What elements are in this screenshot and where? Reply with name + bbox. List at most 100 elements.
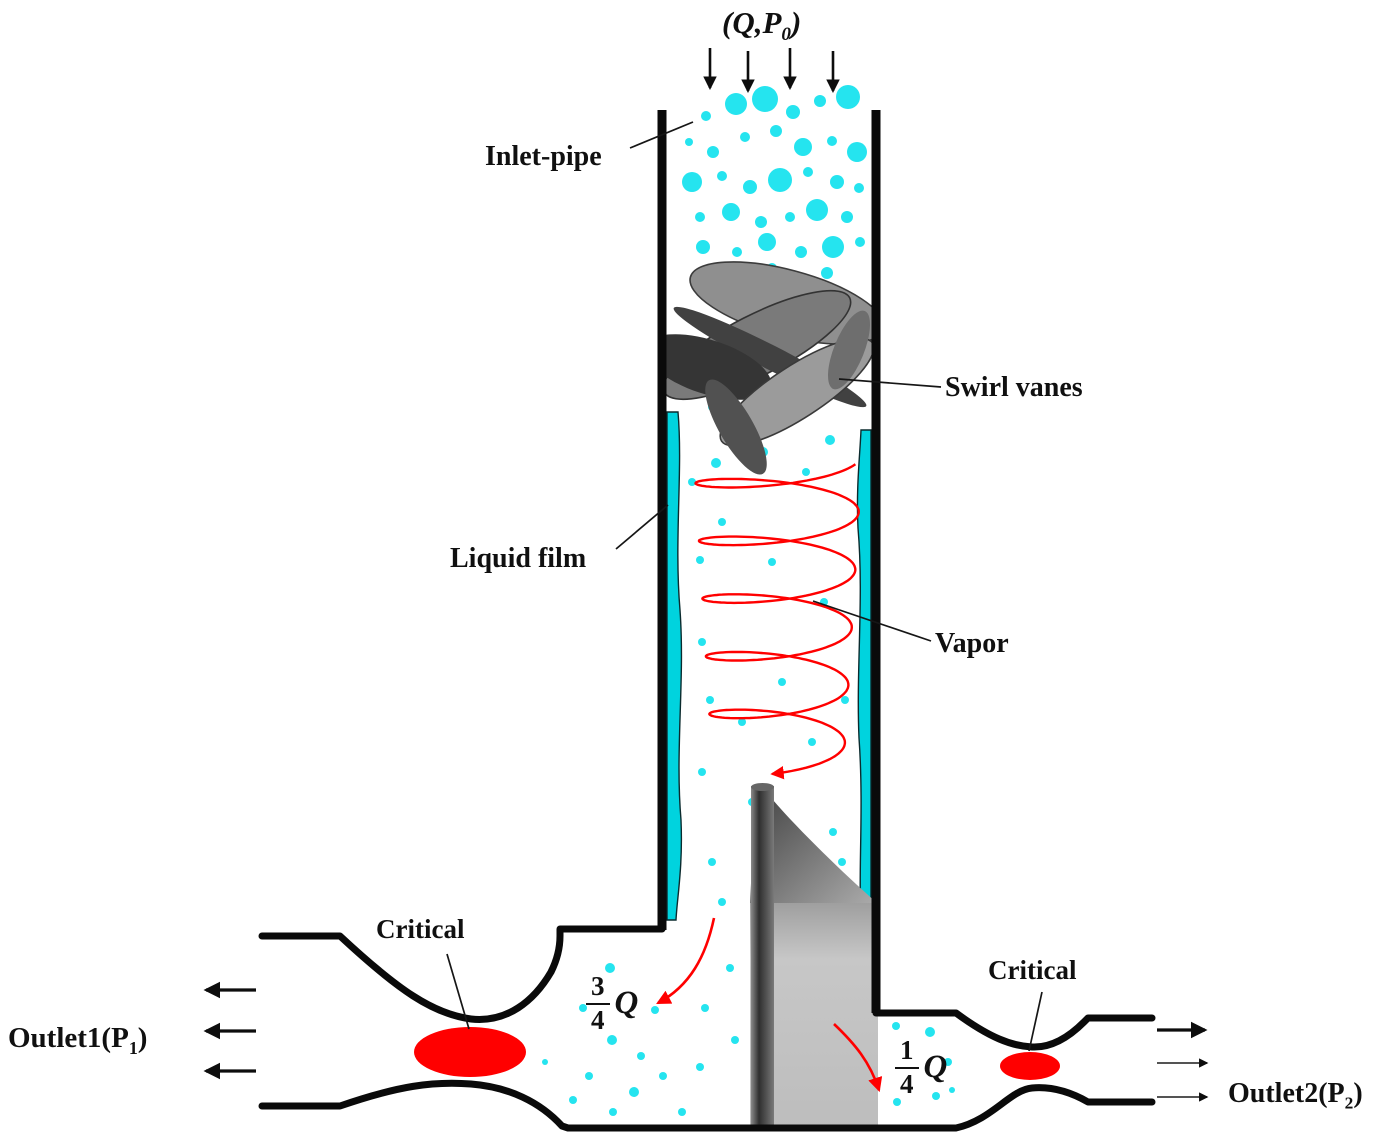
bubble: [838, 858, 846, 866]
bubble: [854, 183, 864, 193]
bubble: [678, 1108, 686, 1116]
fraction: 1 4: [895, 1035, 919, 1099]
bubble: [726, 964, 734, 972]
bubble: [944, 1058, 952, 1066]
bubble: [925, 1027, 935, 1037]
bubble: [855, 237, 865, 247]
bubble: [701, 1004, 709, 1012]
inlet-pipe-pointer: [629, 121, 694, 149]
bubble: [822, 236, 844, 258]
vapor-label: Vapor: [935, 628, 1009, 659]
bubble: [827, 136, 837, 146]
flow-fraction-left: 3 4 Q: [586, 971, 639, 1035]
outlet1-close: ): [137, 1022, 148, 1054]
fraction-numerator: 3: [586, 971, 610, 1006]
bubble: [629, 1087, 639, 1097]
bubble: [659, 1072, 667, 1080]
bubble: [932, 1092, 940, 1100]
bubble: [579, 1004, 587, 1012]
bubble: [717, 171, 727, 181]
outlet2-main: Outlet2(P: [1228, 1078, 1345, 1109]
bubble: [698, 638, 706, 646]
bubble: [786, 105, 800, 119]
bubble: [732, 247, 742, 257]
swirl-vanes-label: Swirl vanes: [945, 372, 1083, 403]
bubble: [542, 1059, 548, 1065]
critical-left-pointer: [446, 953, 470, 1030]
bubble: [711, 458, 721, 468]
bubble: [794, 138, 812, 156]
bubble: [698, 768, 706, 776]
vane-blade: [705, 379, 767, 475]
outlet1-sub: 1: [128, 1037, 138, 1058]
liquid-film-pointer: [615, 504, 669, 550]
bubble: [847, 142, 867, 162]
bubble: [795, 246, 807, 258]
bubble: [718, 898, 726, 906]
bubble: [722, 203, 740, 221]
bubble: [836, 85, 860, 109]
bubble: [682, 172, 702, 192]
outlet2-sub: 2: [1344, 1093, 1354, 1113]
pointer-lines: [446, 121, 1043, 1052]
critical-left-label: Critical: [376, 914, 465, 944]
inlet-flow-arrows: [703, 48, 840, 94]
bubble: [696, 556, 704, 564]
bubble: [803, 167, 813, 177]
right-outlet-top-wall: [872, 1009, 1156, 1051]
bubble: [605, 963, 615, 973]
vapor-spiral: [694, 463, 860, 780]
bubble: [585, 1072, 593, 1080]
inlet-pipe-label: Inlet-pipe: [485, 141, 602, 172]
liquid-film-label: Liquid film: [450, 543, 587, 574]
liquid-film-right: [856, 429, 872, 919]
bubble: [725, 93, 747, 115]
critical-right-label: Critical: [988, 955, 1077, 985]
bubble: [755, 216, 767, 228]
bubble: [738, 718, 746, 726]
bubble: [695, 212, 705, 222]
outlet1-main: Outlet1(P: [8, 1022, 129, 1054]
bubble: [814, 95, 826, 107]
bubble: [731, 1036, 739, 1044]
bubble: [770, 125, 782, 137]
bubble: [685, 138, 693, 146]
drain-tube: [751, 786, 774, 1128]
flow-variable: Q: [614, 985, 639, 1022]
fraction: 3 4: [586, 971, 610, 1035]
bubble: [892, 1022, 900, 1030]
bubble: [707, 146, 719, 158]
bubble: [651, 1006, 659, 1014]
inlet-condition-main: (Q,P: [722, 5, 782, 40]
vapor-pointer: [812, 600, 932, 642]
bubble: [768, 558, 776, 566]
bubble: [841, 696, 849, 704]
bubble: [825, 435, 835, 445]
bubble: [696, 240, 710, 254]
liquid-film-left: [666, 411, 683, 921]
bubble: [821, 267, 833, 279]
outlet1-label: Outlet1(P1): [8, 1022, 147, 1059]
bubbles-layer: [542, 85, 955, 1116]
bubble: [743, 180, 757, 194]
bubble: [778, 678, 786, 686]
bubble: [758, 233, 776, 251]
fraction-numerator: 1: [895, 1035, 919, 1070]
bubble: [740, 132, 750, 142]
inlet-condition-close: ): [791, 5, 802, 40]
flow-variable: Q: [923, 1049, 948, 1086]
critical-zone-right: [1000, 1052, 1060, 1080]
flow-split-arrow-left: [656, 917, 716, 1005]
left-outlet-top-wall: [258, 925, 666, 1023]
outlet2-label: Outlet2(P2): [1228, 1078, 1363, 1114]
bubble: [569, 1096, 577, 1104]
bubble: [806, 199, 828, 221]
bubble: [706, 696, 714, 704]
bubble: [808, 738, 816, 746]
bubble: [607, 1035, 617, 1045]
critical-zone-left: [414, 1027, 526, 1077]
bottom-wall: [258, 1079, 1156, 1132]
bubble: [802, 468, 810, 476]
bubble: [609, 1108, 617, 1116]
